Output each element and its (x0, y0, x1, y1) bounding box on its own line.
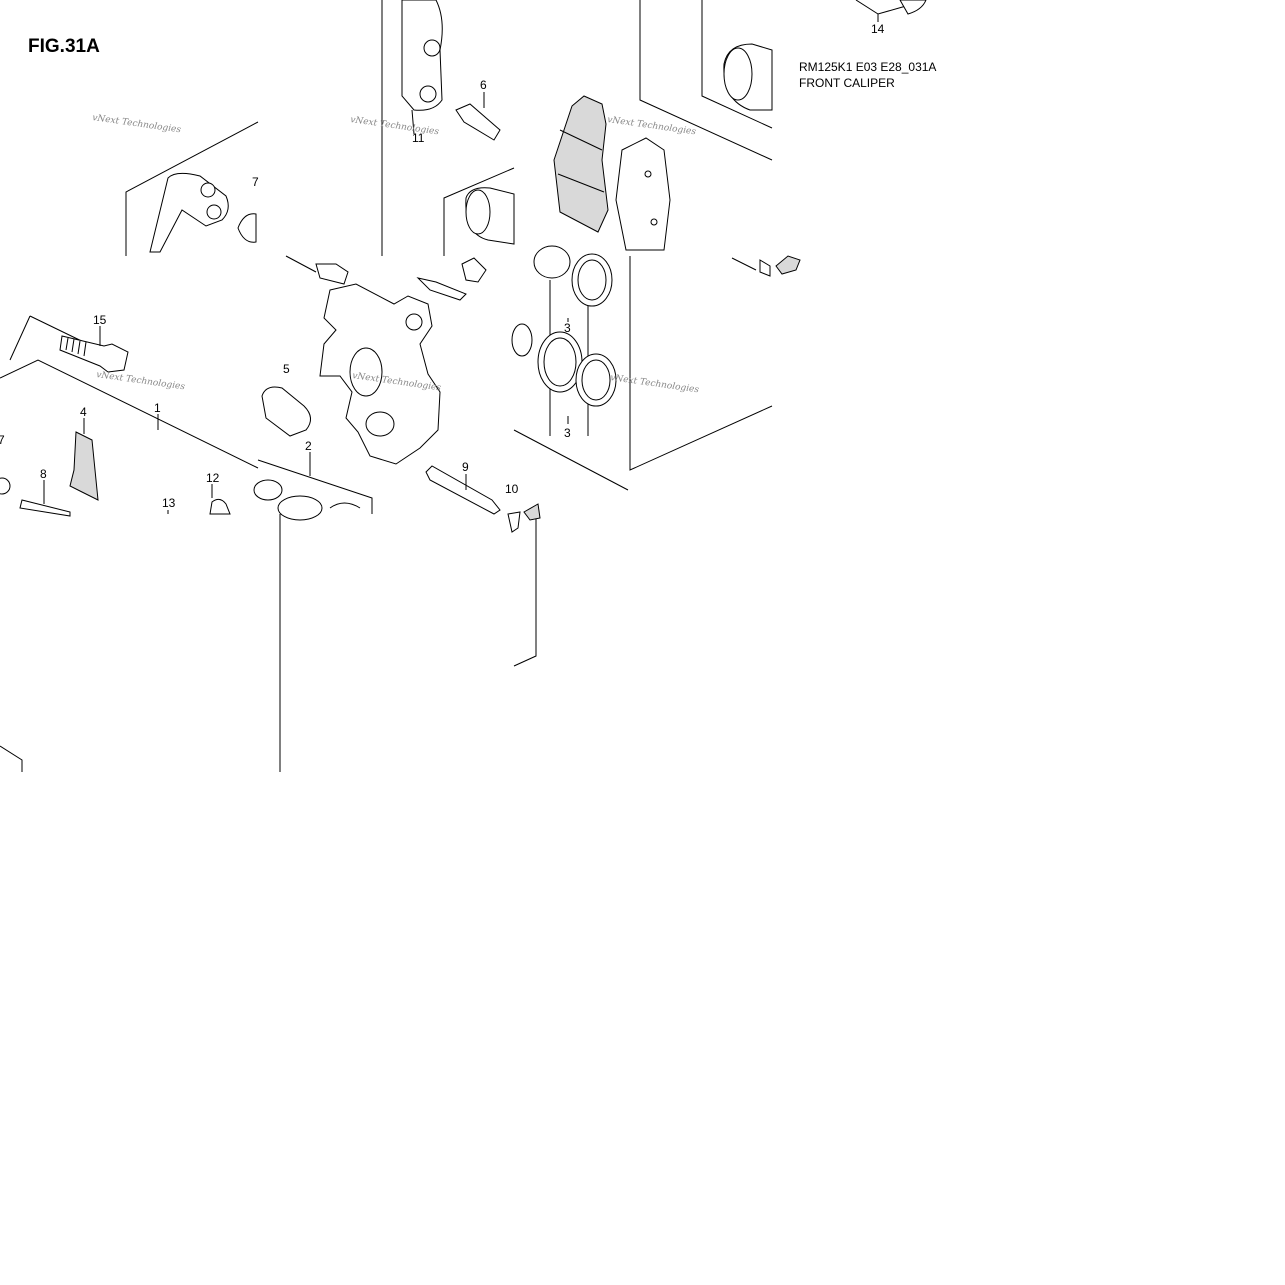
callout-6: 6 (480, 78, 487, 92)
watermark: vNext Technologies (350, 115, 440, 137)
tile-middle-left (0, 315, 259, 517)
seal-ring-part (571, 253, 613, 307)
callout-7-b: 7 (0, 433, 5, 447)
seal-ring-part (537, 331, 583, 393)
piston-part (261, 386, 311, 437)
figure-info: RM125K1 E03 E28_031A FRONT CALIPER (799, 59, 936, 91)
callout-7: 7 (252, 175, 259, 189)
tile-middle-right (511, 245, 773, 491)
callout-2: 2 (305, 439, 312, 453)
pad-spring-part (69, 431, 99, 501)
front-arrow-part (775, 255, 801, 275)
tile-top-right (553, 0, 773, 251)
bleeder-screw-part (461, 257, 487, 283)
bleeder-bolt-part (455, 103, 501, 141)
tile-bottom (0, 503, 541, 772)
watermark: vNext Technologies (607, 115, 697, 137)
retainer-clip-part (416, 277, 467, 301)
model-code: RM125K1 E03 E28_031A (799, 60, 937, 74)
pad-pin-part (19, 499, 71, 517)
mounting-bolt-part (59, 335, 129, 373)
watermark: vNext Technologies (92, 113, 182, 135)
bracket-arm-part (401, 0, 443, 111)
callout-3-b: 3 (564, 426, 571, 440)
callout-1: 1 (154, 401, 161, 415)
callout-14: 14 (871, 22, 885, 36)
figure-title: FIG.31A (28, 36, 100, 57)
callout-3: 3 (564, 321, 571, 335)
tile-top-middle (381, 0, 515, 256)
callout-10: 10 (505, 482, 519, 496)
callout-8: 8 (40, 467, 47, 481)
callout-9: 9 (462, 460, 469, 474)
callout-11: 11 (412, 131, 425, 145)
brake-pad-part (615, 137, 671, 251)
watermark: vNext Technologies (96, 370, 186, 392)
callout-13: 13 (162, 496, 176, 510)
seal-ring-part (575, 353, 617, 407)
tile-top-left (125, 121, 259, 256)
callout-labels: 1 2 3 3 4 5 6 7 7 8 9 10 11 12 13 14 15 (0, 22, 885, 510)
bleeder-part (315, 263, 349, 285)
assembly-name: FRONT CALIPER (799, 76, 895, 90)
tile-right-fragment (731, 255, 801, 277)
brake-pad-part (553, 95, 609, 233)
callout-12: 12 (206, 471, 220, 485)
slide-pin-part (425, 465, 501, 515)
callout-15: 15 (93, 313, 107, 327)
tile-top-right-corner (855, 0, 927, 22)
watermark: vNext Technologies (610, 373, 700, 395)
callout-5: 5 (283, 362, 290, 376)
callout-4: 4 (80, 405, 87, 419)
tile-center (253, 255, 501, 521)
